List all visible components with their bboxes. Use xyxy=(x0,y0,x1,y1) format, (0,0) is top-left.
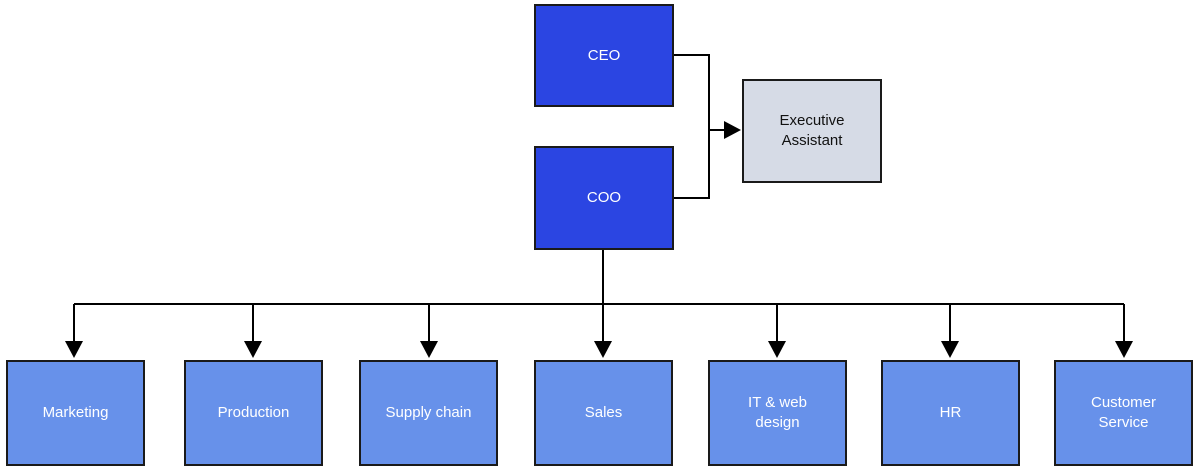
arrowhead-sales xyxy=(594,341,612,358)
arrowhead-hr xyxy=(941,341,959,358)
coo-to-assistant-line xyxy=(674,130,710,199)
it-web-design-node: IT & web design xyxy=(708,360,847,466)
arrowhead-it xyxy=(768,341,786,358)
marketing-node: Marketing xyxy=(6,360,145,466)
ceo-to-assistant-line xyxy=(674,54,710,130)
arrowhead-production xyxy=(244,341,262,358)
supply-chain-node: Supply chain xyxy=(359,360,498,466)
assistant-arrowhead xyxy=(724,121,741,139)
hr-node: HR xyxy=(881,360,1020,466)
coo-node: COO xyxy=(534,146,674,250)
sales-node: Sales xyxy=(534,360,673,466)
arrowhead-customer-service xyxy=(1115,341,1133,358)
production-node: Production xyxy=(184,360,323,466)
customer-service-node: Customer Service xyxy=(1054,360,1193,466)
arrowhead-supply-chain xyxy=(420,341,438,358)
ceo-node: CEO xyxy=(534,4,674,107)
executive-assistant-node: Executive Assistant xyxy=(742,79,882,183)
arrowhead-marketing xyxy=(65,341,83,358)
